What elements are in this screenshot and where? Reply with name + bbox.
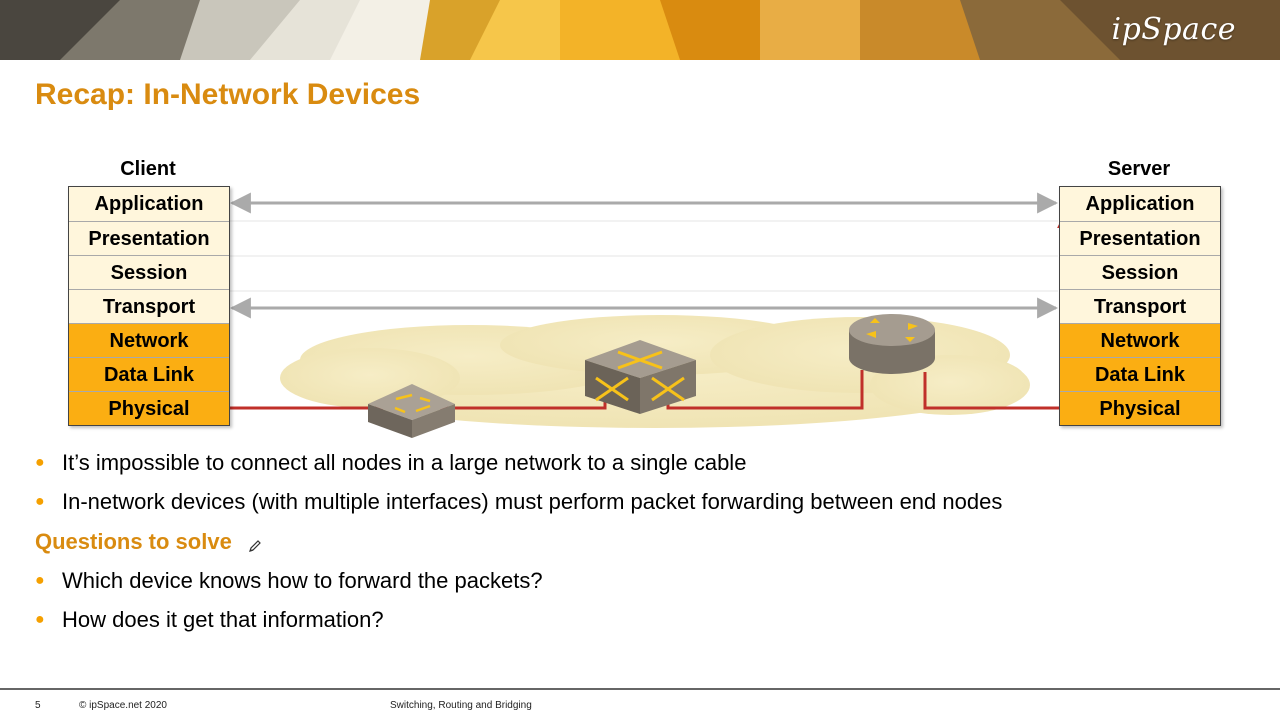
questions-heading: Questions to solve [35, 529, 262, 559]
footer-copyright: © ipSpace.net 2020 [79, 700, 167, 711]
client-layer-presentation: Presentation [69, 221, 229, 255]
client-layer-session: Session [69, 255, 229, 289]
server-layer-physical: Physical [1060, 391, 1220, 425]
bullet-icon: ● [35, 493, 45, 510]
bullet-icon: ● [35, 454, 45, 471]
server-layer-data-link: Data Link [1060, 357, 1220, 391]
bullet-icon: ● [35, 611, 45, 628]
server-layer-application: Application [1060, 187, 1220, 221]
server-layer-presentation: Presentation [1060, 221, 1220, 255]
client-layer-transport: Transport [69, 289, 229, 323]
pencil-icon[interactable] [248, 533, 262, 559]
ipspace-logo: ipSpace [1111, 12, 1236, 47]
client-layer-application: Application [69, 187, 229, 221]
server-layer-network: Network [1060, 323, 1220, 357]
footer-course-title: Switching, Routing and Bridging [390, 700, 532, 711]
client-layer-data-link: Data Link [69, 357, 229, 391]
bullet-item: ●In-network devices (with multiple inter… [35, 489, 1003, 514]
question-item: ●Which device knows how to forward the p… [35, 568, 543, 593]
server-layer-transport: Transport [1060, 289, 1220, 323]
switch-icon [368, 384, 455, 438]
bullet-icon: ● [35, 572, 45, 589]
page-number: 5 [35, 700, 41, 711]
bullet-item: ●It’s impossible to connect all nodes in… [35, 450, 747, 475]
client-layer-network: Network [69, 323, 229, 357]
client-osi-stack: Application Presentation Session Transpo… [68, 186, 230, 426]
header-banner: ipSpace [0, 0, 1280, 60]
server-layer-session: Session [1060, 255, 1220, 289]
footer-divider [0, 688, 1280, 690]
server-label: Server [1107, 158, 1171, 180]
client-label: Client [120, 158, 176, 180]
client-layer-physical: Physical [69, 391, 229, 425]
question-item: ●How does it get that information? [35, 607, 384, 632]
router-icon [849, 314, 935, 374]
multilayer-switch-icon [585, 340, 696, 414]
slide-title: Recap: In-Network Devices [35, 78, 421, 111]
server-osi-stack: Application Presentation Session Transpo… [1059, 186, 1221, 426]
